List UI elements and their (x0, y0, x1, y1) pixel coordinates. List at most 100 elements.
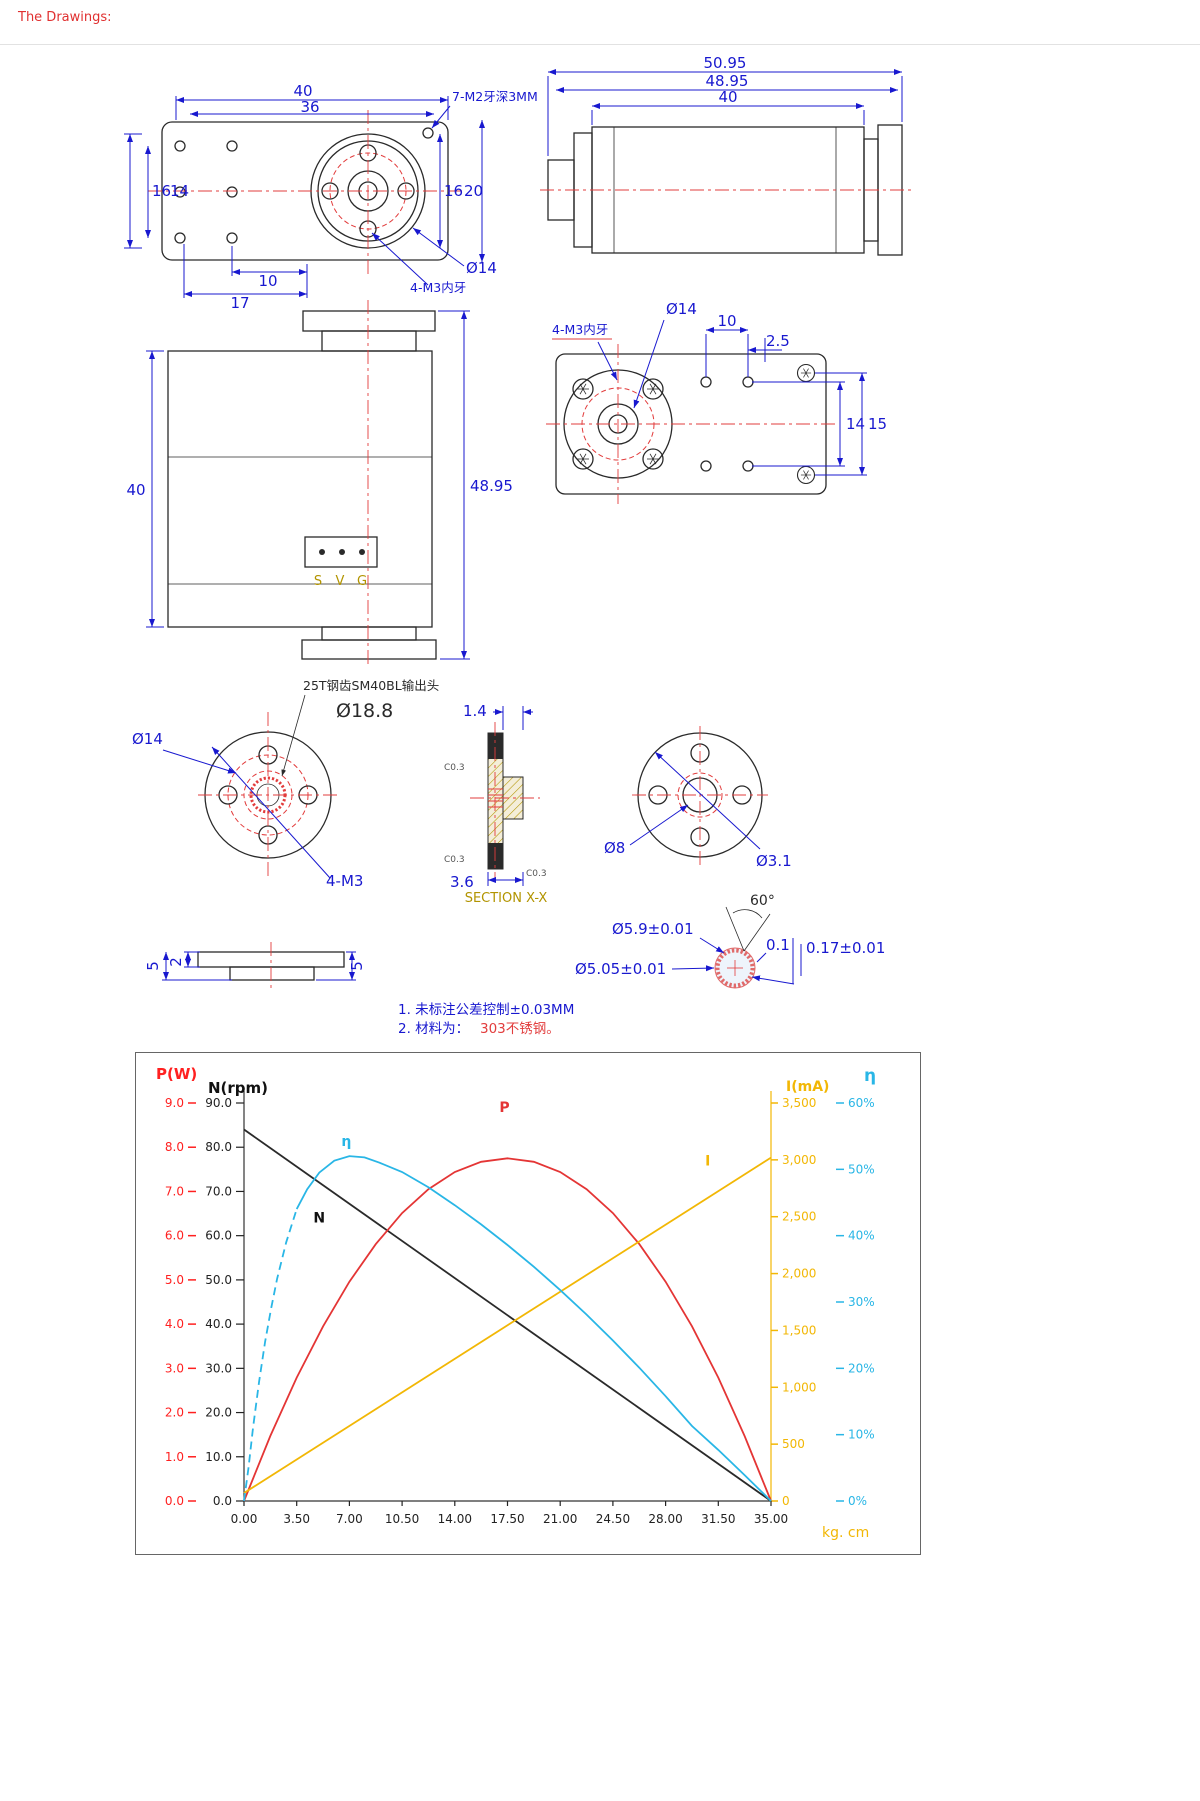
dim-side-4895: 48.95 (706, 72, 749, 90)
dim-left-16: 16 (152, 182, 171, 200)
dim-side-40: 40 (718, 88, 737, 106)
view-side: 50.95 48.95 40 (540, 54, 912, 256)
chamfer-c: C0.3 (526, 869, 547, 879)
chart-series-N (243, 1128, 772, 1502)
note-line2-prefix: 2. 材料为： (398, 1021, 469, 1037)
dim-d505: Ø5.05±0.01 (575, 960, 666, 978)
dim-bottom-view-10: 10 (717, 312, 736, 330)
gear-angle: 60° (750, 893, 775, 909)
dim-side-5095: 50.95 (704, 54, 747, 72)
n-tick-label: 30.0 (205, 1361, 232, 1375)
x-tick-label: 10.50 (385, 1512, 419, 1526)
note-line2-material: 303不锈钢。 (480, 1021, 560, 1037)
eta-axis-title: η (864, 1066, 876, 1086)
note-line1: 1. 未标注公差控制±0.03MM (398, 1002, 574, 1018)
curve-label-η: η (341, 1134, 351, 1150)
n-tick-label: 40.0 (205, 1317, 232, 1331)
view-bottom: Ø14 4-M3内牙 10 2.5 14 15 (546, 300, 887, 504)
eta-tick-label: 50% (848, 1162, 875, 1176)
i-tick-label: 3,500 (782, 1096, 816, 1110)
dim-d31: Ø3.1 (756, 852, 792, 870)
p-tick-label: 4.0 (165, 1317, 184, 1331)
label-top-4m3: 4-M3内牙 (410, 280, 466, 295)
dim-right-16: 16 (444, 182, 463, 200)
chart-series-P (243, 1157, 772, 1502)
dim-plate-2: 2 (167, 957, 185, 967)
n-axis-title: N(rpm) (208, 1079, 268, 1097)
label-output-4m3: 4-M3 (326, 872, 363, 890)
eta-tick-label: 0% (848, 1494, 867, 1508)
curve-label-I: I (705, 1154, 710, 1170)
dim-plate-5-right: 5 (348, 961, 366, 971)
page-title: The Drawings: (18, 10, 112, 25)
eta-tick-label: 10% (848, 1428, 875, 1442)
dim-017: 0.17±0.01 (806, 939, 885, 957)
x-tick-label: 17.50 (490, 1512, 524, 1526)
dim-bottom-17: 17 (230, 294, 249, 312)
view-back-face: Ø8 Ø3.1 (604, 726, 792, 870)
n-tick-label: 70.0 (205, 1184, 232, 1198)
n-tick-label: 0.0 (213, 1494, 232, 1508)
dim-bottom-view-15: 15 (868, 415, 887, 433)
view-front: S V G 40 48.95 (126, 300, 513, 668)
n-tick-label: 60.0 (205, 1229, 232, 1243)
x-tick-label: 35.00 (754, 1512, 788, 1526)
label-7m2: 7-M2牙深3MM (452, 89, 538, 104)
n-tick-label: 90.0 (205, 1096, 232, 1110)
eta-tick-label: 30% (848, 1295, 875, 1309)
p-tick-label: 9.0 (165, 1096, 184, 1110)
eta-tick-label: 40% (848, 1229, 875, 1243)
dim-plate-5-left: 5 (144, 961, 162, 971)
drawing-notes: 1. 未标注公差控制±0.03MM 2. 材料为： 303不锈钢。 (398, 1002, 574, 1037)
i-tick-label: 1,000 (782, 1380, 816, 1394)
x-tick-label: 3.50 (283, 1512, 310, 1526)
dim-d59: Ø5.9±0.01 (612, 920, 694, 938)
dim-bottom-10: 10 (258, 272, 277, 290)
curve-label-P: P (499, 1100, 509, 1116)
divider (0, 44, 1200, 45)
view-output-face: 25T钢齿SM40BL输出头 Ø18.8 Ø14 4-M3 (132, 678, 439, 890)
p-tick-label: 6.0 (165, 1229, 184, 1243)
curve-label-N: N (313, 1210, 325, 1226)
dim-front-40: 40 (126, 481, 145, 499)
p-tick-label: 8.0 (165, 1140, 184, 1154)
i-tick-label: 2,000 (782, 1267, 816, 1281)
view-gear-detail: 60° Ø5.9±0.01 Ø5.05±0.01 0.1 0.17±0.01 (575, 893, 885, 989)
dim-section-36: 3.6 (450, 873, 474, 891)
n-tick-label: 10.0 (205, 1450, 232, 1464)
i-tick-label: 0 (782, 1494, 790, 1508)
x-tick-label: 0.00 (231, 1512, 258, 1526)
n-tick-label: 20.0 (205, 1406, 232, 1420)
view-plate: 2 5 5 (144, 942, 366, 990)
x-tick-label: 24.50 (596, 1512, 630, 1526)
dim-output-d14: Ø14 (132, 730, 163, 748)
i-tick-label: 500 (782, 1437, 805, 1451)
x-tick-label: 31.50 (701, 1512, 735, 1526)
dim-top-40: 40 (293, 82, 312, 100)
technical-drawings: 40 36 16 14 16 20 10 17 7-M2牙深3MM Ø14 4-… (124, 54, 912, 1037)
eta-tick-label: 20% (848, 1361, 875, 1375)
x-tick-label: 14.00 (438, 1512, 472, 1526)
label-25t: 25T钢齿SM40BL输出头 (303, 678, 439, 693)
n-tick-label: 80.0 (205, 1140, 232, 1154)
chart-series-η (295, 1155, 772, 1502)
label-top-d14: Ø14 (466, 259, 497, 277)
label-bottom-d14: Ø14 (666, 300, 697, 318)
view-section: 1.4 3.6 C0.3 C0.3 C0.3 SECTION X-X (444, 702, 547, 906)
p-axis-title: P(W) (156, 1065, 197, 1083)
x-tick-label: 21.00 (543, 1512, 577, 1526)
dim-top-36: 36 (300, 98, 319, 116)
n-tick-label: 50.0 (205, 1273, 232, 1287)
x-axis-unit: kg. cm (822, 1525, 869, 1541)
x-tick-label: 28.00 (648, 1512, 682, 1526)
i-tick-label: 2,500 (782, 1210, 816, 1224)
p-tick-label: 1.0 (165, 1450, 184, 1464)
section-title: SECTION X-X (465, 891, 548, 906)
p-tick-label: 5.0 (165, 1273, 184, 1287)
dim-section-14: 1.4 (463, 702, 487, 720)
pin-s: S (314, 574, 322, 589)
dim-01: 0.1 (766, 936, 790, 954)
dim-front-4895: 48.95 (470, 477, 513, 495)
p-tick-label: 0.0 (165, 1494, 184, 1508)
